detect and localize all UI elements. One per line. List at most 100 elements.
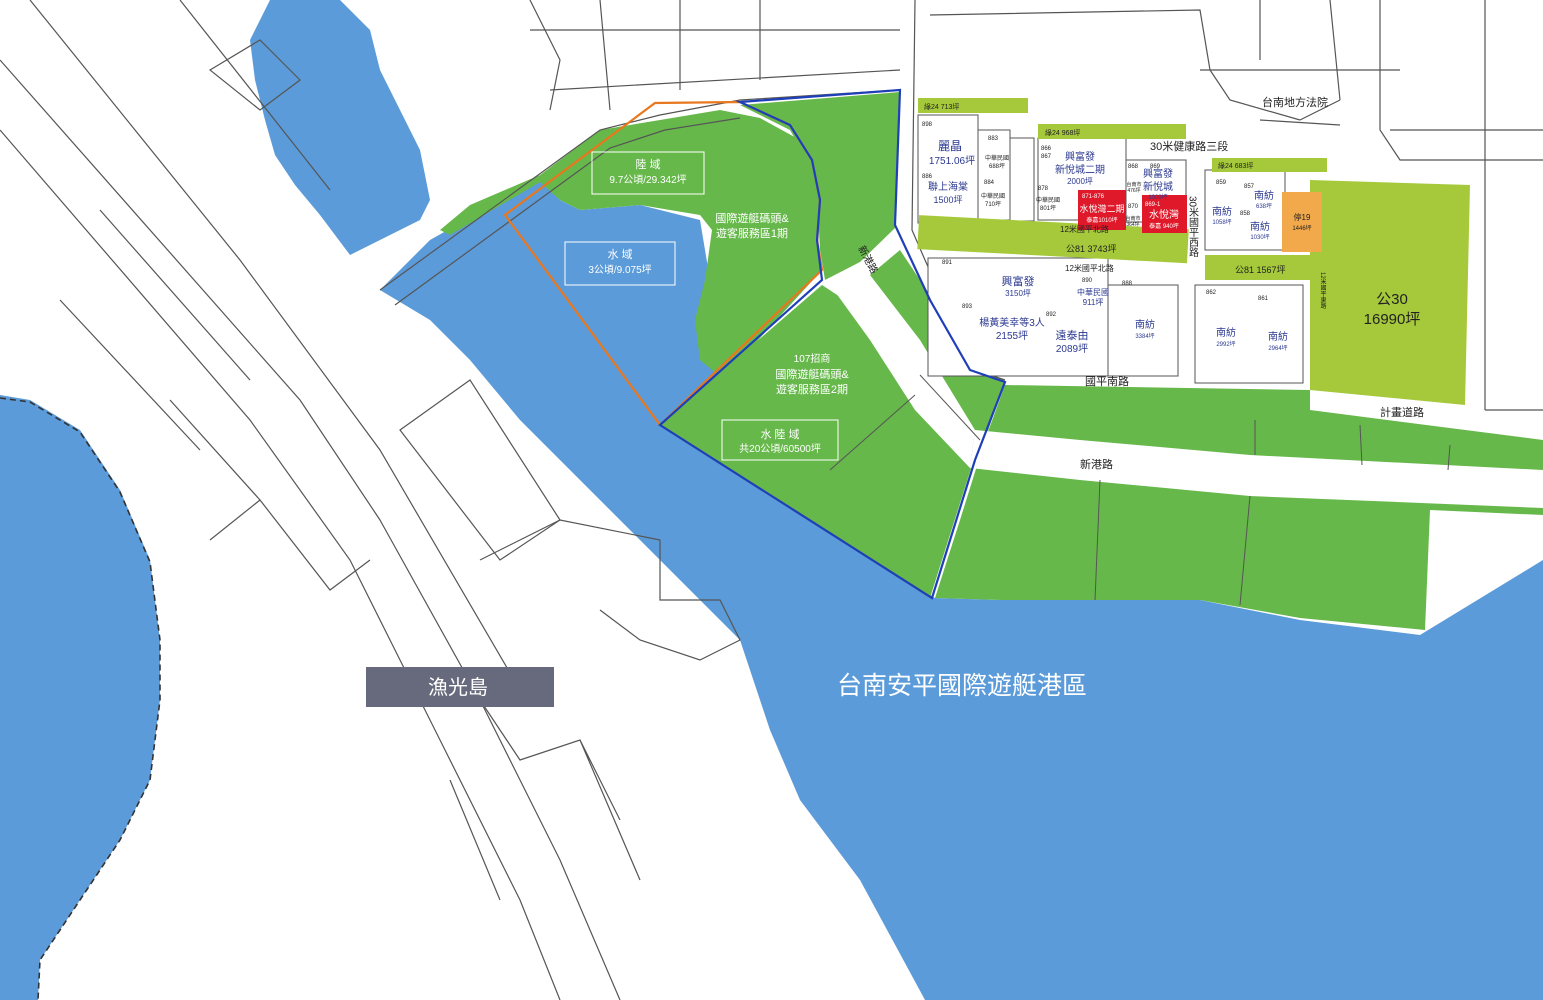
lot-890-name: 中華民國 <box>1077 287 1109 297</box>
green-label-1: 綠24 713坪 <box>924 102 959 111</box>
phase2-labels: 107招商 國際遊艇碼頭& 遊客服務區2期 水 陸 域 共20公頃/60500坪 <box>739 352 849 455</box>
lot-898-name: 麗晶 <box>938 139 962 153</box>
phase2-name-line1: 國際遊艇碼頭& <box>775 367 849 381</box>
park81-b <box>1205 255 1315 280</box>
lot-num-883: 883 <box>988 136 999 142</box>
lot-867-name: 新悅城二期 <box>1055 163 1105 176</box>
lot-869-1-area: 泰嘉 940坪 <box>1149 222 1179 230</box>
phase1-land-title: 陸 域 <box>635 158 660 171</box>
lot-862-name: 南紡 <box>1216 326 1236 339</box>
parking-label: 停19 <box>1294 212 1311 222</box>
west-river-water <box>0 395 160 1000</box>
green-strip-24-713 <box>918 98 1028 113</box>
lot-871-name: 水悅灣二期 <box>1079 203 1124 214</box>
lot-867-area: 2000坪 <box>1067 177 1093 186</box>
lot-num-859: 859 <box>1216 180 1227 186</box>
road-xingang: 新港路 <box>1080 457 1113 471</box>
lot-892-area: 2089坪 <box>1056 342 1088 355</box>
phase1-land-area: 9.7公頃/29.342坪 <box>609 173 686 186</box>
island-name: 漁光島 <box>428 676 488 699</box>
xingang-road-south <box>970 430 1543 508</box>
lot-num-858: 858 <box>1240 211 1251 217</box>
lot-883-name: 中華民國 <box>985 154 1009 162</box>
lot-858-area: 1030坪 <box>1250 233 1269 241</box>
lot-861-area: 2964坪 <box>1268 344 1287 352</box>
main-harbor-water <box>380 178 1543 1000</box>
lot-893-area: 2155坪 <box>996 329 1028 342</box>
phase2-north-green <box>740 92 900 280</box>
land-area-box <box>591 151 705 195</box>
lot-num-898: 898 <box>922 122 933 128</box>
park30-label: 公30 <box>1376 291 1408 308</box>
lot-859-area: 1058坪 <box>1212 218 1231 226</box>
green-label-3: 綠24 683坪 <box>1218 161 1253 170</box>
phase1-water-title: 水 域 <box>607 248 632 261</box>
lot-869b-name: 新悅城 <box>1143 180 1173 193</box>
green-label-2: 綠24 968坪 <box>1045 128 1080 137</box>
lot-890-area: 911坪 <box>1083 298 1104 307</box>
lot-868-name: 台南市 <box>1126 181 1141 188</box>
lot-886-area: 1500坪 <box>933 195 962 205</box>
lower-right-green <box>935 385 1543 630</box>
lot-861-name: 南紡 <box>1268 330 1288 343</box>
phase2-area-value: 共20公頃/60500坪 <box>739 442 821 455</box>
city-lots <box>917 114 1304 384</box>
lot-892-name: 遠泰由 <box>1056 328 1089 342</box>
road-guoping-south: 國平南路 <box>1085 375 1129 388</box>
lot-862-area: 2992坪 <box>1216 340 1235 348</box>
lot-883-area: 688坪 <box>989 162 1005 170</box>
green-strip-24-683 <box>1212 158 1327 172</box>
park81b-label: 公81 1567坪 <box>1235 265 1286 275</box>
lot-num-870: 870 <box>1128 204 1139 210</box>
road-guoping-north-2: 12米國平北路 <box>1065 263 1114 273</box>
island-label-box <box>366 667 554 707</box>
lot-878-area: 801坪 <box>1040 204 1056 212</box>
lot-num-878: 878 <box>1038 186 1049 192</box>
red-lot-871 <box>1078 190 1126 230</box>
west-river-dashed-edge <box>0 397 161 1000</box>
lot-num-869-1: 869-1 <box>1145 202 1161 208</box>
lot-893-name: 楊黃美幸等3人 <box>979 316 1045 329</box>
lot-859-name: 南紡 <box>1212 205 1232 218</box>
lot-num-867: 867 <box>1041 154 1052 160</box>
harbor-name: 台南安平國際遊艇港區 <box>837 672 1087 700</box>
park30-green <box>1310 180 1470 405</box>
road-guoping-north: 12米國平北路 <box>1060 224 1109 234</box>
phase1-water-area: 3公頃/9.075坪 <box>588 263 651 276</box>
green-strip-24-968 <box>1038 124 1186 139</box>
lot-labels: 麗晶 1751.06坪 聯上海棠 1500坪 中華民國 688坪 中華民國 71… <box>928 139 1288 355</box>
lot-num-886: 886 <box>922 174 933 180</box>
road-side: 12米國平東路 <box>1319 272 1326 310</box>
parking-area: 1446坪 <box>1292 224 1311 232</box>
lot-888-area: 3384坪 <box>1135 332 1154 340</box>
lot-868-area: 476坪 <box>1127 187 1140 194</box>
lot-886-name: 聯上海棠 <box>928 180 968 193</box>
lot-869b-area: 1009坪 <box>1148 193 1167 201</box>
phase2-name-line2: 遊客服務區2期 <box>776 382 848 396</box>
lot-num-888: 888 <box>1122 281 1133 287</box>
lot-866-name: 興富發 <box>1065 150 1095 163</box>
lot-num-868: 868 <box>1128 164 1139 170</box>
lot-871-area: 泰嘉1010坪 <box>1086 216 1117 224</box>
lot-num-871: 871-876 <box>1082 194 1105 200</box>
red-lot-869 <box>1142 195 1187 233</box>
lot-num-862: 862 <box>1206 290 1217 296</box>
lot-878-name: 中華民國 <box>1036 196 1060 204</box>
green-labels: 綠24 713坪 綠24 968坪 綠24 683坪 <box>924 102 1253 170</box>
phase1-labels: 陸 域 9.7公頃/29.342坪 水 域 3公頃/9.075坪 國際遊艇碼頭&… <box>588 158 789 276</box>
lot-num-891: 891 <box>942 260 953 266</box>
lot-num-857: 857 <box>1244 184 1255 190</box>
lot-888-name: 南紡 <box>1135 318 1155 331</box>
parking19 <box>1282 192 1322 252</box>
lot-869-1-name: 水悅灣 <box>1149 208 1179 221</box>
xingang-road-curve <box>828 262 975 468</box>
lot-891-name: 興富發 <box>1002 274 1035 288</box>
lot-858-name: 南紡 <box>1250 220 1270 233</box>
lot-869-name: 興富發 <box>1143 167 1173 180</box>
lot-num-890: 890 <box>1082 278 1093 284</box>
lot-891-area: 3150坪 <box>1005 289 1031 298</box>
lot-num-866: 866 <box>1041 146 1052 152</box>
